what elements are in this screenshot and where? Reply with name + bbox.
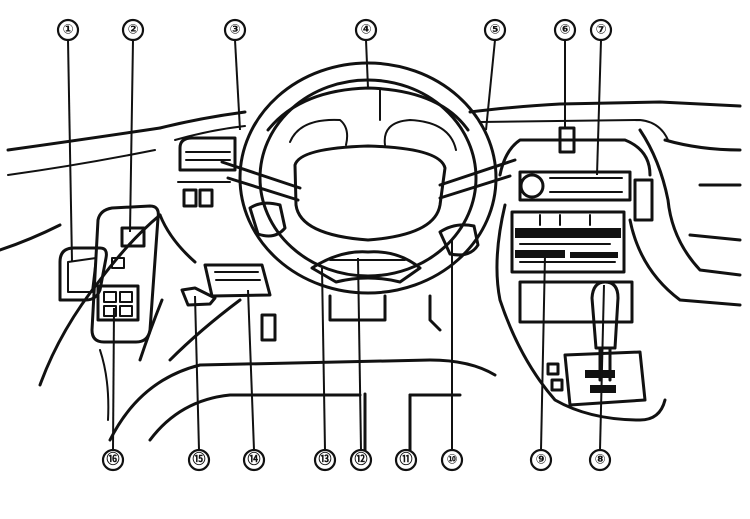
svg-text:⑮: ⑮ xyxy=(192,452,205,468)
climate-panel xyxy=(510,210,626,274)
svg-text:⑥: ⑥ xyxy=(559,23,570,38)
callout-10: ⑩ xyxy=(440,448,464,472)
svg-text:⑬: ⑬ xyxy=(318,452,331,468)
callout-5: ⑤ xyxy=(483,18,507,42)
gear-shifter xyxy=(590,280,620,350)
callout-1: ① xyxy=(56,18,80,42)
door-panel xyxy=(0,126,162,387)
callout-16: ⑯ xyxy=(101,448,125,472)
callout-9: ⑨ xyxy=(529,448,553,472)
lower-panel xyxy=(203,263,272,298)
steering-hub xyxy=(293,144,447,242)
svg-text:⑪: ⑪ xyxy=(399,452,412,468)
floor-line xyxy=(108,358,497,442)
callout-2: ② xyxy=(121,18,145,42)
window-switch-panel xyxy=(90,204,160,344)
svg-text:②: ② xyxy=(127,23,138,38)
svg-text:③: ③ xyxy=(229,23,240,38)
svg-text:⑧: ⑧ xyxy=(594,453,605,468)
svg-text:⑭: ⑭ xyxy=(247,452,260,468)
callout-7: ⑦ xyxy=(589,18,613,42)
svg-text:⑫: ⑫ xyxy=(354,452,367,468)
callout-14: ⑭ xyxy=(242,448,266,472)
left-vent xyxy=(178,136,237,172)
svg-text:⑨: ⑨ xyxy=(535,453,546,468)
callout-4: ④ xyxy=(354,18,378,42)
svg-text:⑤: ⑤ xyxy=(489,23,500,38)
callout-3: ③ xyxy=(223,18,247,42)
callout-11: ⑪ xyxy=(394,448,418,472)
leader-lines xyxy=(67,39,605,451)
steering-wheel-outer xyxy=(238,61,498,295)
svg-text:⑩: ⑩ xyxy=(446,453,457,468)
dash-top xyxy=(158,100,742,130)
callout-12: ⑫ xyxy=(349,448,373,472)
dashboard-drawing xyxy=(0,61,742,452)
callout-6: ⑥ xyxy=(553,18,577,42)
svg-text:⑦: ⑦ xyxy=(595,23,606,38)
svg-text:⑯: ⑯ xyxy=(106,452,119,468)
callout-13: ⑬ xyxy=(313,448,337,472)
callout-15: ⑮ xyxy=(187,448,211,472)
svg-text:①: ① xyxy=(62,23,73,38)
svg-text:④: ④ xyxy=(360,23,371,38)
callout-8: ⑧ xyxy=(588,448,612,472)
